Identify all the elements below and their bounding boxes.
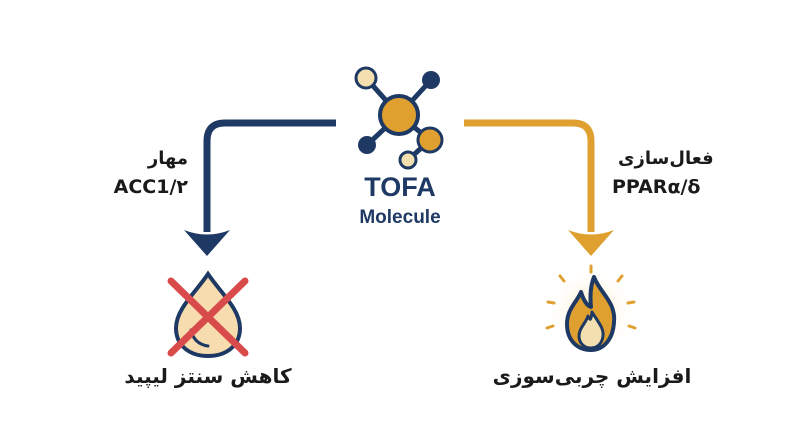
flame-icon xyxy=(545,264,637,357)
crossed-lipid-drop-icon xyxy=(167,270,249,359)
right-branch-label-1: فعال‌سازی xyxy=(618,148,714,169)
left-branch-label-1: مهار xyxy=(147,148,188,169)
molecule-icon xyxy=(354,66,444,170)
right-branch-label-2: PPARα/δ xyxy=(612,176,701,198)
left-arrow xyxy=(184,119,336,256)
center-subtitle: Molecule xyxy=(359,207,441,228)
right-result-label: افزایش چربی‌سوزی xyxy=(492,364,692,388)
right-arrow xyxy=(464,119,614,256)
left-result-label: کاهش سنتز لیپید xyxy=(124,364,292,388)
left-branch-label-2: ACC1/۲ xyxy=(113,176,188,198)
center-title: TOFA xyxy=(364,172,436,202)
